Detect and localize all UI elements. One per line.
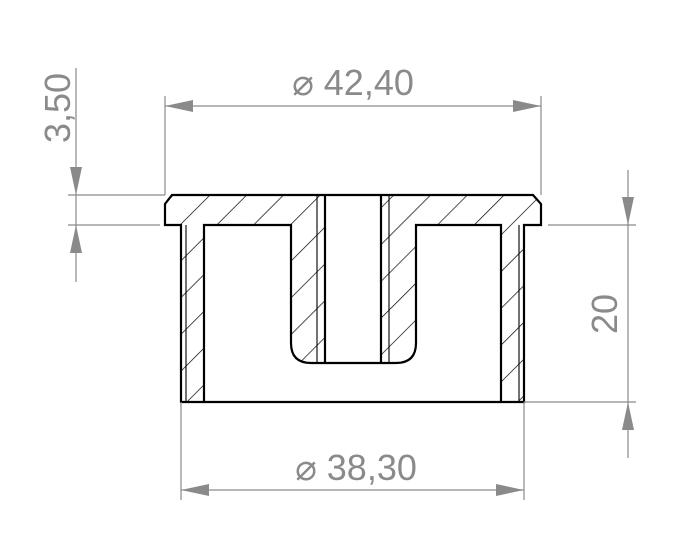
right-wall-hatch (501, 225, 524, 402)
arrowhead (70, 167, 82, 195)
arrowhead (622, 402, 634, 430)
height-label: 20 (584, 294, 625, 334)
flange-thickness-dimension: 3,50 (37, 68, 165, 282)
arrowhead (70, 225, 82, 253)
flange-thickness-label: 3,50 (37, 73, 78, 143)
bottom-diameter-label: ⌀ 38,30 (295, 447, 417, 488)
top-diameter-dimension: ⌀ 42,40 (164, 62, 542, 195)
center-bore (325, 195, 381, 363)
arrowhead (513, 100, 541, 112)
height-dimension: 20 (524, 170, 636, 458)
bottom-diameter-dimension: ⌀ 38,30 (180, 402, 525, 500)
inner-cavity (202, 223, 503, 402)
arrowhead (181, 484, 209, 496)
part-section (163, 193, 543, 404)
arrowhead (165, 100, 193, 112)
left-wall-hatch (181, 225, 204, 402)
arrowhead (622, 197, 634, 225)
arrowhead (496, 484, 524, 496)
top-diameter-label: ⌀ 42,40 (292, 62, 414, 103)
